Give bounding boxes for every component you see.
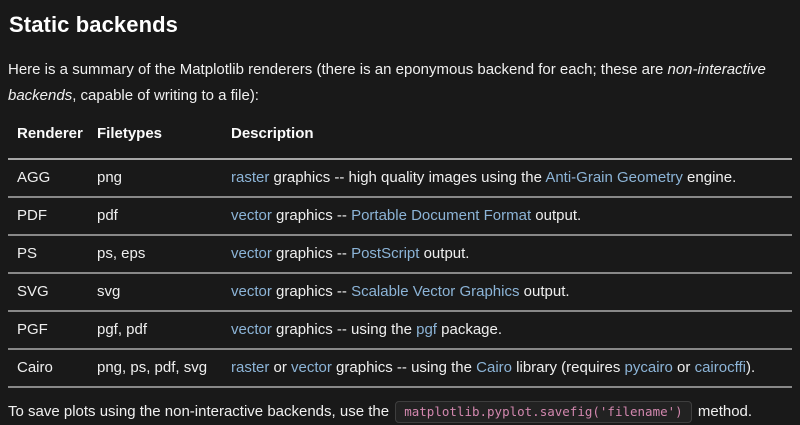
description-link[interactable]: vector [231,321,272,338]
description-cell: vector graphics -- PostScript output. [222,235,792,274]
renderer-cell: PS [8,235,88,274]
table-header-row: Renderer Filetypes Description [8,125,792,160]
description-link[interactable]: pgf [416,321,437,338]
description-text: library (requires [512,359,625,376]
description-link[interactable]: pycairo [624,359,673,376]
renderer-cell: Cairo [8,349,88,388]
filetypes-cell: png [88,159,222,198]
column-header-renderer: Renderer [8,125,88,160]
description-link[interactable]: PostScript [351,245,420,262]
description-cell: vector graphics -- Portable Document For… [222,197,792,236]
description-text: engine. [682,169,737,186]
description-link[interactable]: vector [231,207,272,224]
description-text: package. [436,321,503,338]
intro-text-start: Here is a summary of the Matplotlib rend… [8,61,668,78]
filetypes-cell: pdf [88,197,222,236]
column-header-description: Description [222,125,792,160]
intro-paragraph: Here is a summary of the Matplotlib rend… [8,57,792,109]
footer-text-end: method. [693,403,753,420]
description-cell: raster graphics -- high quality images u… [222,159,792,198]
renderer-cell: PDF [8,197,88,236]
description-cell: raster or vector graphics -- using the C… [222,349,792,388]
description-link[interactable]: Anti-Grain Geometry [545,169,683,186]
filetypes-cell: png, ps, pdf, svg [88,349,222,388]
description-text: or [269,359,292,376]
renderer-cell: SVG [8,273,88,312]
page-title: Static backends [9,12,179,37]
description-text: graphics -- using the [331,359,477,376]
description-link[interactable]: cairocffi [694,359,746,376]
description-text: graphics -- [271,283,352,300]
inline-code-savefig: matplotlib.pyplot.savefig('filename') [395,401,692,423]
description-link[interactable]: raster [231,169,270,186]
description-text: ). [746,359,756,376]
description-text: output. [419,245,470,262]
description-link[interactable]: Cairo [476,359,512,376]
description-link[interactable]: vector [291,359,332,376]
description-text: output. [531,207,582,224]
description-text: graphics -- [271,207,352,224]
footer-note: To save plots using the non-interactive … [8,399,792,425]
footer-text-start: To save plots using the non-interactive … [8,403,394,420]
description-text: or [672,359,695,376]
description-link[interactable]: vector [231,245,272,262]
filetypes-cell: ps, eps [88,235,222,274]
description-cell: vector graphics -- Scalable Vector Graph… [222,273,792,312]
intro-text-end: , capable of writing to a file): [72,87,259,104]
filetypes-cell: pgf, pdf [88,311,222,350]
description-link[interactable]: vector [231,283,272,300]
description-text: graphics -- [271,245,352,262]
description-cell: vector graphics -- using the pgf package… [222,311,792,350]
renderer-cell: PGF [8,311,88,350]
filetypes-cell: svg [88,273,222,312]
description-link[interactable]: raster [231,359,270,376]
description-link[interactable]: Portable Document Format [351,207,532,224]
intro-text-italic: non-interactive backends [8,61,766,104]
description-link[interactable]: Scalable Vector Graphics [351,283,520,300]
description-text: graphics -- high quality images using th… [269,169,546,186]
renderer-cell: AGG [8,159,88,198]
description-text: graphics -- using the [271,321,417,338]
description-text: output. [519,283,570,300]
column-header-filetypes: Filetypes [88,125,222,160]
